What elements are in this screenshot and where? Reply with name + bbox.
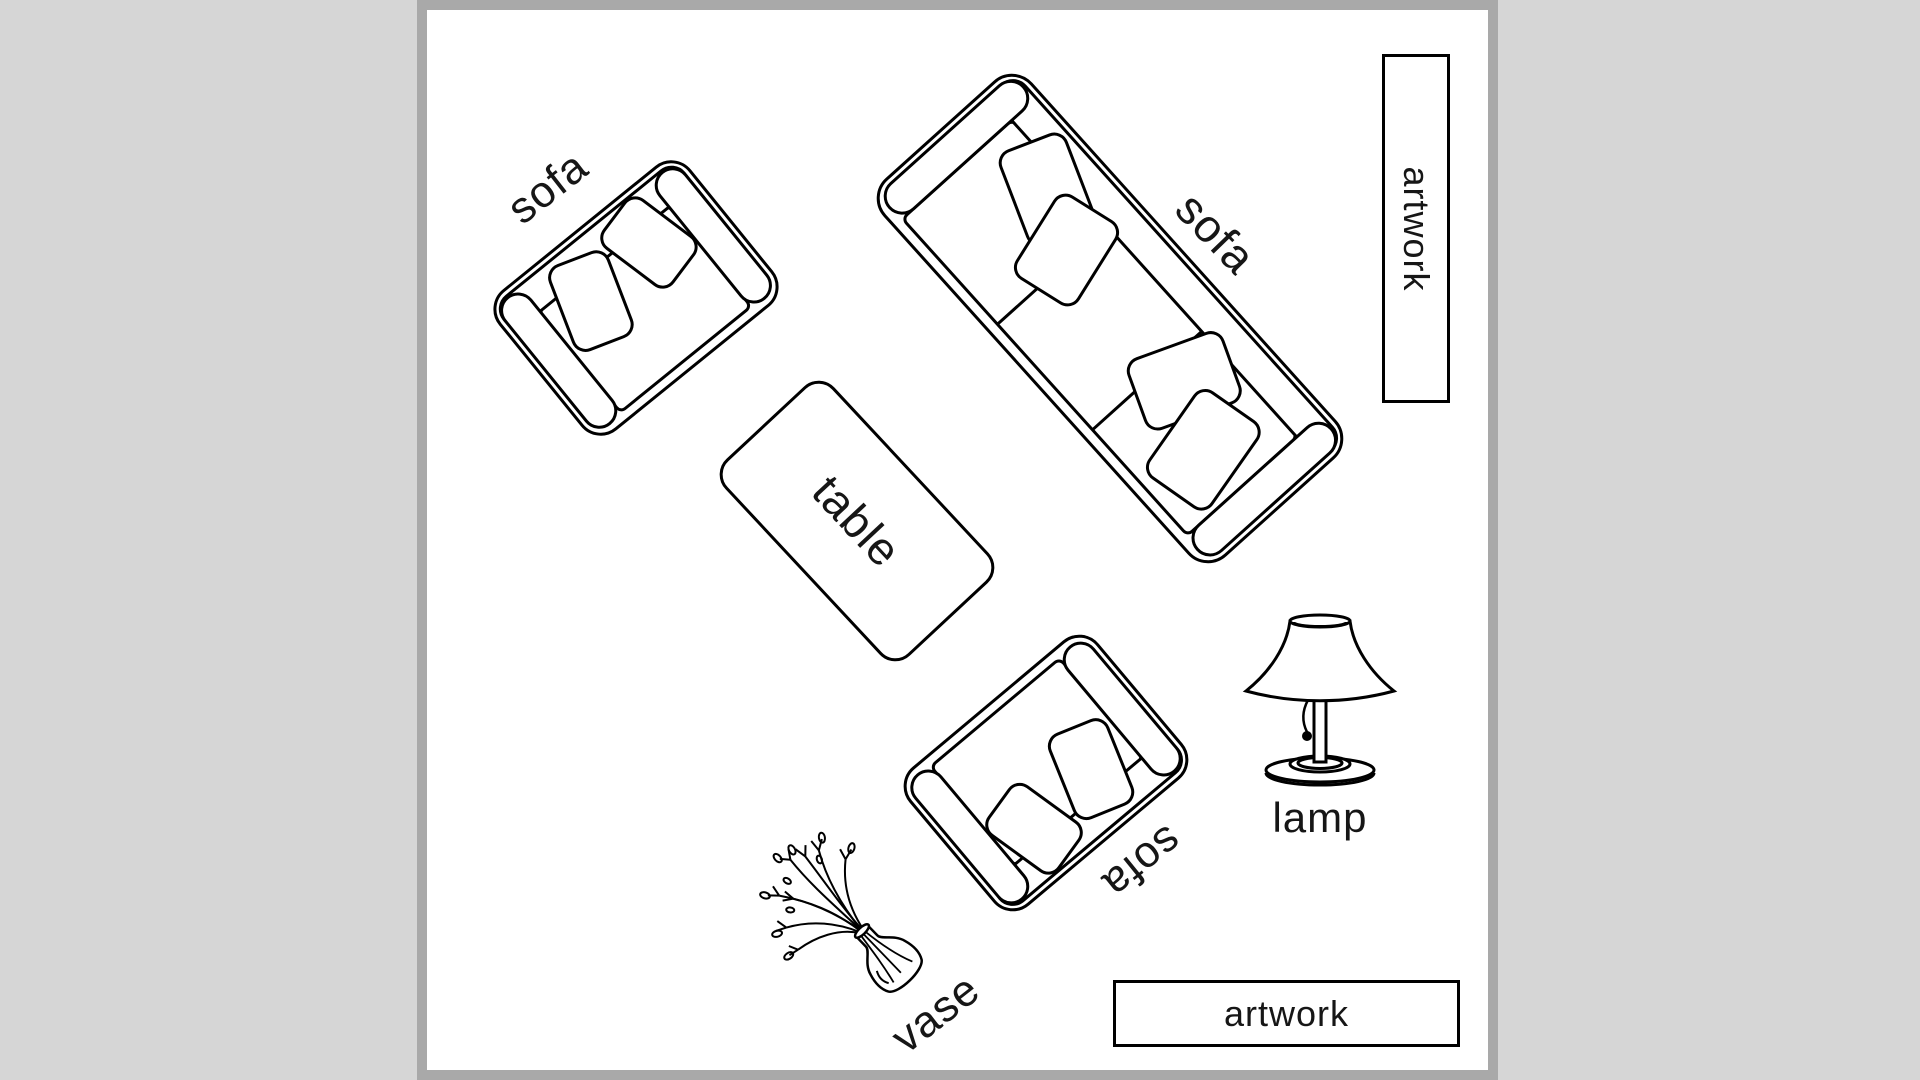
artwork-bottom-frame[interactable]: artwork xyxy=(1113,980,1460,1047)
sofa-top-left-label[interactable]: sofa xyxy=(498,141,598,234)
artwork-bottom-label: artwork xyxy=(1223,992,1350,1034)
artwork-right-label: artwork xyxy=(1396,165,1437,292)
floorplan-canvas: sofa sofa sofa table lamp xyxy=(417,0,1498,1080)
lamp-icon[interactable] xyxy=(1242,610,1398,800)
table[interactable] xyxy=(709,370,1006,673)
artwork-right-frame[interactable]: artwork xyxy=(1382,54,1450,403)
vase-icon[interactable] xyxy=(759,788,935,1015)
lamp-label[interactable]: lamp xyxy=(1272,794,1368,841)
